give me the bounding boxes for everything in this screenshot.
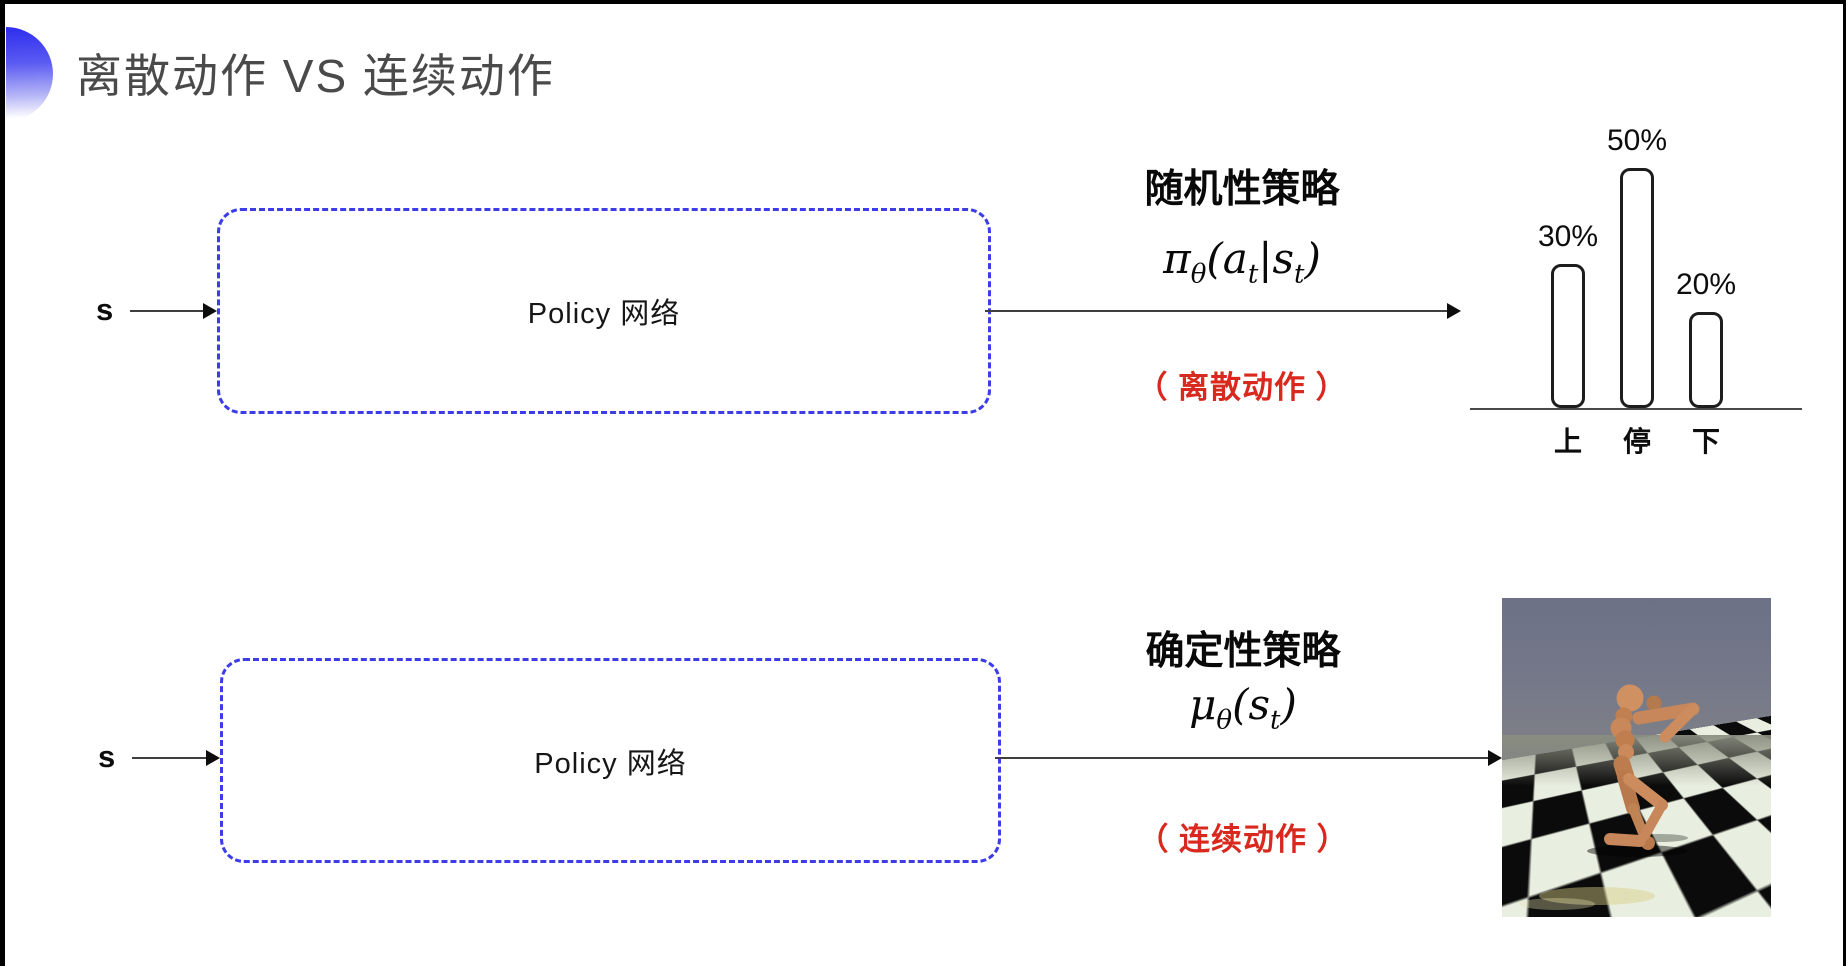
humanoid-simulation-image — [1502, 598, 1771, 917]
humanoid-front-foot — [1604, 833, 1646, 847]
humanoid-front-thigh — [1623, 773, 1668, 811]
formula-symbol: π — [1163, 234, 1191, 283]
continuous-action-note: （ 连续动作 ） — [1137, 822, 1349, 857]
arrow-state-to-policy-top — [130, 303, 217, 319]
arrow-policy-to-simulation — [995, 750, 1502, 766]
arrow-head-icon — [203, 303, 217, 319]
chart-baseline — [1470, 408, 1802, 410]
policy-network-box-top: Policy 网络 — [217, 208, 991, 414]
arrow-head-icon — [1488, 750, 1502, 766]
policy-box-label-bottom: Policy 网络 — [534, 747, 687, 780]
policy-box-label-top: Policy 网络 — [527, 298, 681, 330]
formula-symbol: μ — [1189, 680, 1217, 729]
formula-subscript: t — [1270, 705, 1281, 736]
arrow-shaft — [132, 757, 207, 759]
probability-bar-down — [1689, 312, 1723, 408]
bar-value-label: 50% — [1606, 124, 1668, 157]
humanoid-shadow — [1587, 845, 1687, 857]
probability-bar-up — [1551, 264, 1585, 408]
formula-part: ) — [1304, 234, 1321, 283]
formula-subscript: θ — [1216, 705, 1233, 736]
formula-subscript: t — [1247, 259, 1259, 290]
formula-part: (a — [1206, 234, 1248, 283]
bar-group-down: 20% — [1676, 268, 1736, 408]
deterministic-policy-title: 确定性策略 — [1145, 630, 1341, 673]
bar-category-label: 上 — [1553, 426, 1582, 457]
arrow-state-to-policy-bottom — [132, 750, 220, 766]
floor-reflection — [1539, 887, 1655, 905]
humanoid-forearm — [1659, 703, 1699, 743]
humanoid-figure — [1519, 684, 1700, 910]
frame-border-left — [0, 0, 5, 966]
arrow-shaft — [130, 310, 204, 312]
bar-group-up: 30% — [1538, 220, 1598, 408]
humanoid-head — [1616, 684, 1644, 712]
bar-category-label: 停 — [1622, 426, 1651, 457]
probability-bar-stop — [1620, 168, 1654, 408]
discrete-action-note: （ 离散动作 ） — [1136, 370, 1348, 405]
formula-part: ) — [1280, 680, 1297, 729]
bar-value-label: 30% — [1537, 220, 1599, 253]
action-probability-chart: 30% 50% 20% 上 停 下 — [1470, 105, 1810, 460]
bar-category-label: 下 — [1691, 426, 1720, 457]
stochastic-policy-title: 随机性策略 — [1144, 168, 1340, 211]
frame-border-top — [0, 0, 1846, 4]
stochastic-policy-formula: πθ(at|st) — [1032, 234, 1452, 289]
arrow-head-icon — [206, 750, 220, 766]
arrow-policy-to-chart — [985, 303, 1461, 319]
bar-group-stop: 50% — [1607, 124, 1667, 408]
humanoid-front-shin — [1640, 800, 1667, 840]
formula-subscript: θ — [1190, 259, 1207, 290]
arrow-head-icon — [1447, 303, 1461, 319]
policy-network-box-bottom: Policy 网络 — [220, 658, 1001, 863]
title-accent-shape — [6, 27, 53, 121]
frame-border-right — [1843, 0, 1846, 966]
formula-subscript: t — [1294, 259, 1305, 290]
formula-part: |s — [1258, 234, 1295, 283]
deterministic-policy-formula: μθ(st) — [1033, 680, 1453, 735]
state-label-bottom: s — [98, 739, 116, 774]
arrow-shaft — [985, 310, 1448, 312]
state-label-top: s — [96, 292, 114, 327]
formula-part: (s — [1232, 680, 1271, 729]
page-title: 离散动作 VS 连续动作 — [76, 50, 555, 102]
arrow-shaft — [995, 757, 1489, 759]
bar-value-label: 20% — [1675, 268, 1737, 301]
